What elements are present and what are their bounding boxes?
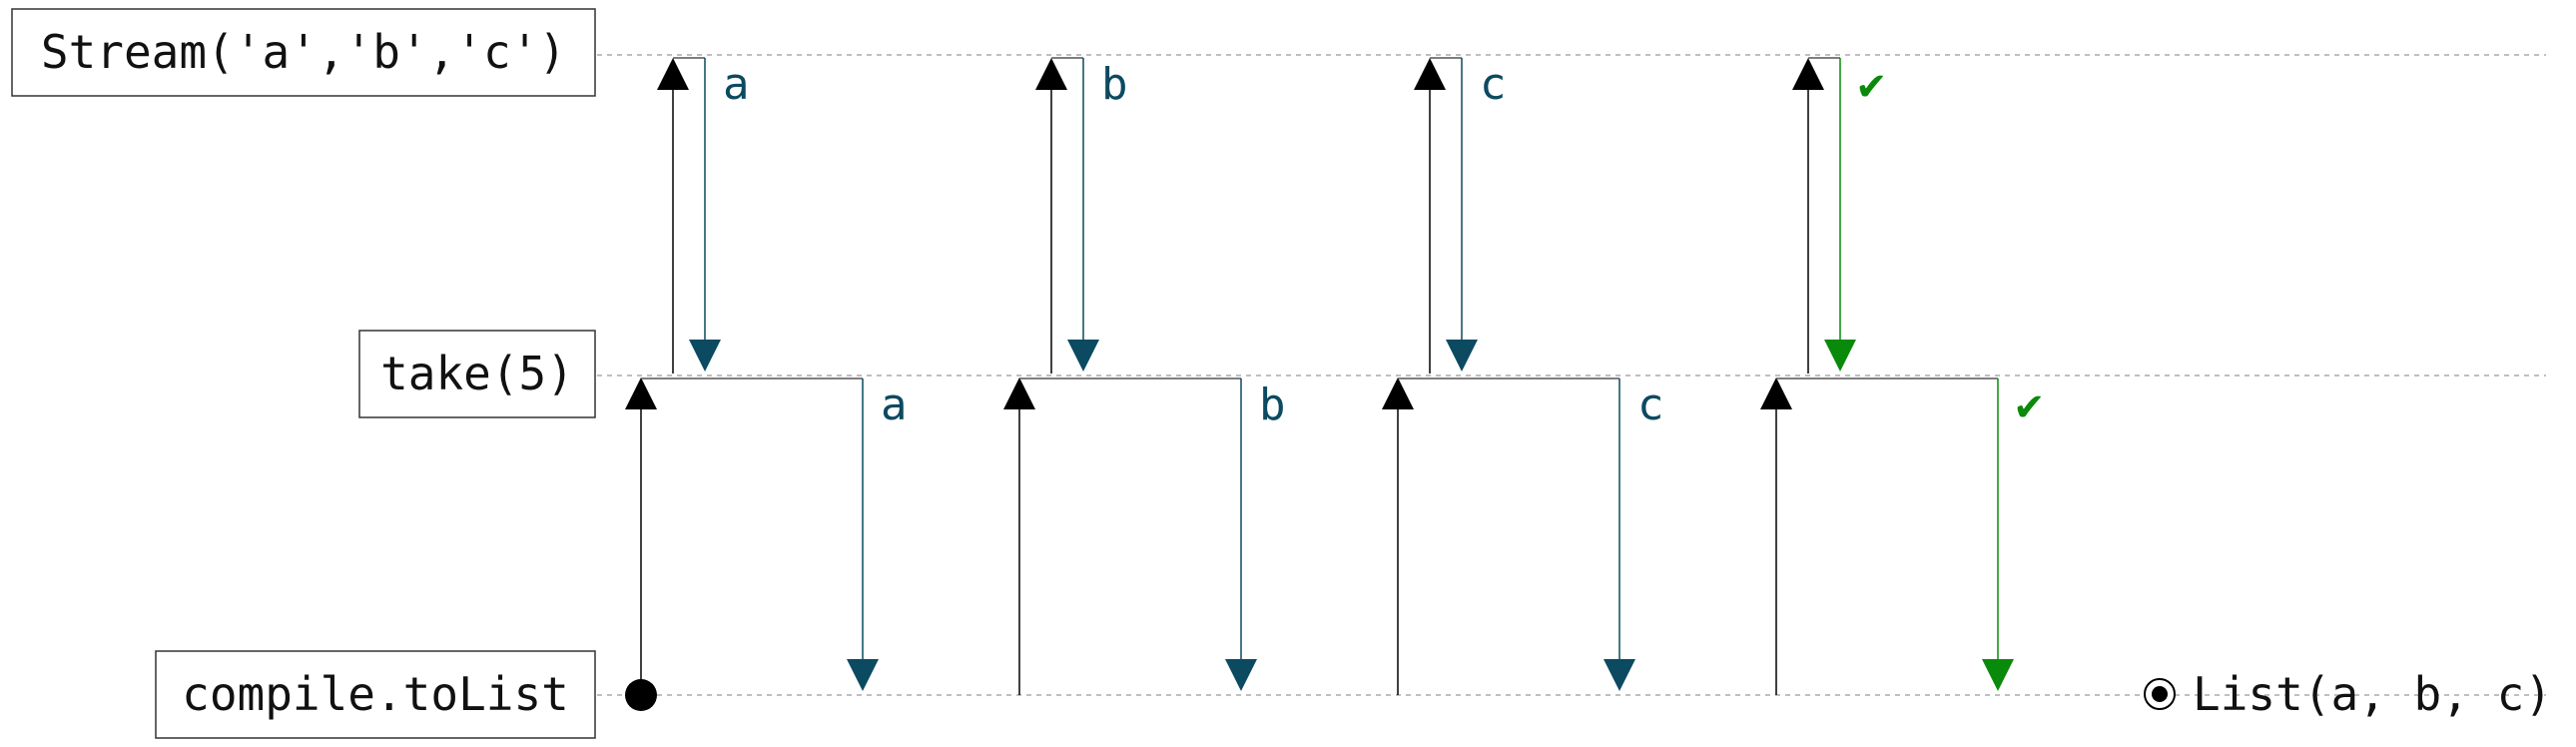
upstream-pull-arrowhead [1035, 58, 1067, 90]
downstream-emission-label: ✔ [2016, 379, 2043, 430]
stage-tolist-label: compile.toList [182, 667, 569, 721]
upstream-emission-label: b [1101, 59, 1128, 110]
stage-take-label: take(5) [380, 347, 574, 400]
downstream-emission-arrowhead [1225, 659, 1257, 691]
stage-stream-label: Stream('a','b','c') [41, 25, 566, 79]
stage-stream-box: Stream('a','b','c') [11, 8, 596, 97]
downstream-pull-arrowhead [625, 377, 657, 409]
upstream-emission-label: a [723, 59, 750, 110]
upstream-emission-arrowhead [1067, 340, 1099, 372]
result-marker-inner [2152, 686, 2168, 702]
downstream-pull-arrowhead [1003, 377, 1035, 409]
downstream-emission-label: b [1259, 379, 1286, 430]
downstream-emission-arrowhead [1604, 659, 1635, 691]
stage-tolist-box: compile.toList [155, 650, 596, 739]
downstream-pull-arrowhead [1382, 377, 1414, 409]
result: List(a, b, c) [2144, 667, 2552, 721]
result-label: List(a, b, c) [2193, 667, 2552, 721]
upstream-pull-arrowhead [1792, 58, 1824, 90]
downstream-emission-label: c [1637, 379, 1664, 430]
start-dot [625, 679, 657, 711]
upstream-emission-arrowhead [1446, 340, 1478, 372]
upstream-emission-arrowhead [689, 340, 721, 372]
upstream-emission-arrowhead [1824, 340, 1856, 372]
downstream-emission-label: a [881, 379, 908, 430]
stage-take-box: take(5) [358, 330, 596, 418]
downstream-pull-arrowhead [1760, 377, 1792, 409]
downstream-emission-arrowhead [847, 659, 879, 691]
upstream-emission-label: c [1480, 59, 1507, 110]
downstream-emission-arrowhead [1982, 659, 2014, 691]
upstream-emission-label: ✔ [1858, 59, 1885, 110]
upstream-pull-arrowhead [657, 58, 689, 90]
upstream-pull-arrowhead [1414, 58, 1446, 90]
